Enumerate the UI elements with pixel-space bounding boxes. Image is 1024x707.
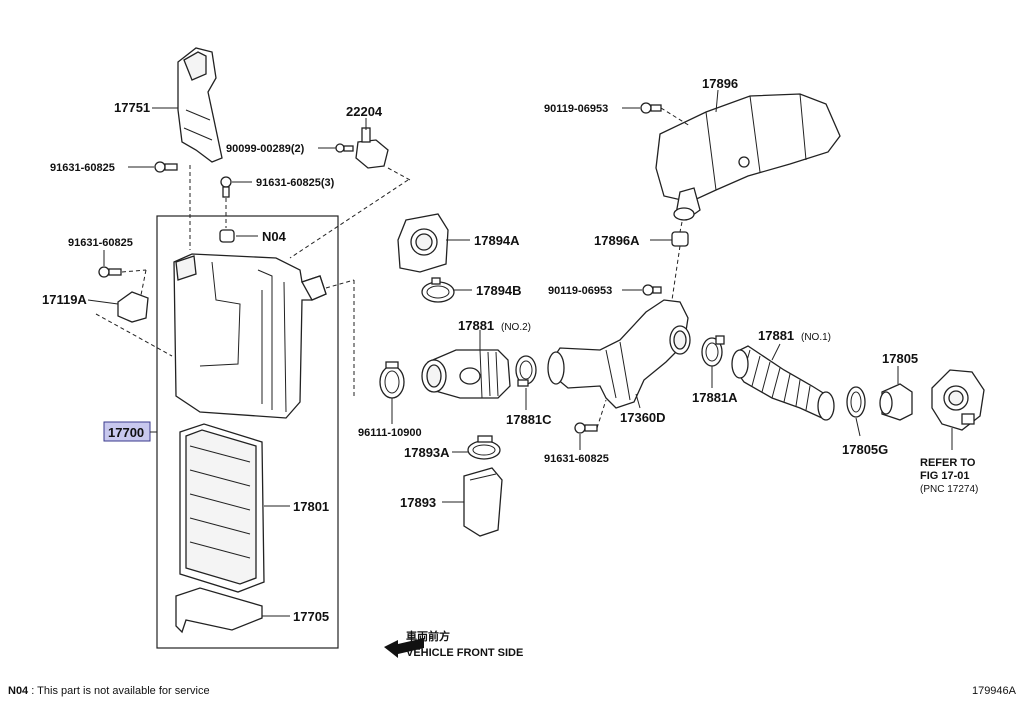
label-refer-2: FIG 17-01 (920, 470, 970, 482)
bolt-91631-b[interactable] (98, 266, 122, 278)
label-17881-no2-sub: (NO.2) (501, 322, 531, 333)
dash-17896A-down (671, 245, 681, 301)
label-90119-a: 90119-06953 (544, 103, 608, 115)
label-91631-3: 91631-60825(3) (256, 177, 335, 189)
dash-case-outlet (325, 279, 355, 289)
label-refer-3: (PNC 17274) (920, 484, 978, 495)
part-air-cleaner-case[interactable] (173, 253, 327, 419)
label-17805: 17805 (882, 351, 918, 366)
label-17801: 17801 (293, 499, 329, 514)
part-17894B-clamp[interactable] (421, 277, 455, 303)
part-17119A-bracket[interactable] (117, 291, 149, 323)
part-17881C-clamp[interactable] (515, 355, 537, 387)
leader-17119A (87, 299, 119, 305)
label-22204: 22204 (346, 104, 383, 119)
part-17894A[interactable] (397, 213, 449, 273)
bolt-91631-3[interactable] (220, 176, 232, 198)
part-17893-hose[interactable] (463, 467, 503, 537)
direction-label-en: VEHICLE FRONT SIDE (406, 647, 523, 659)
label-17896: 17896 (702, 76, 738, 91)
label-90119-b: 90119-06953 (548, 285, 612, 297)
label-17805G: 17805G (842, 442, 888, 457)
label-17119A: 17119A (42, 292, 87, 307)
label-17700[interactable]: 17700 (108, 425, 144, 440)
bolt-90119-a[interactable] (640, 102, 662, 114)
label-17896A: 17896A (594, 233, 640, 248)
label-17894B: 17894B (476, 283, 522, 298)
leader-17896 (715, 89, 719, 113)
dash-22204-b (387, 167, 411, 181)
part-17801-filter[interactable] (179, 423, 265, 593)
label-17881-no2: 17881 (458, 318, 494, 333)
label-17894A: 17894A (474, 233, 520, 248)
bolt-90119-b[interactable] (642, 284, 662, 296)
part-17896-resonator[interactable] (655, 93, 841, 221)
dash-22204 (289, 179, 409, 259)
grommet-n04[interactable] (219, 229, 235, 243)
label-17705: 17705 (293, 609, 329, 624)
footer-note: N04 : This part is not available for ser… (8, 685, 210, 697)
label-17751: 17751 (114, 100, 150, 115)
label-17360D: 17360D (620, 410, 666, 425)
label-17881-no1-sub: (NO.1) (801, 332, 831, 343)
part-96111-clamp[interactable] (379, 361, 405, 399)
label-91631-b: 91631-60825 (68, 237, 133, 249)
label-17893: 17893 (400, 495, 436, 510)
label-17893A: 17893A (404, 445, 450, 460)
part-throttle-body[interactable] (931, 369, 985, 431)
figure-id: 179946A (971, 685, 1016, 697)
part-17751-duct[interactable] (177, 47, 223, 163)
label-96111: 96111-10900 (358, 427, 422, 439)
footer-note-code: N04 (8, 685, 29, 697)
dash-91631-c (596, 399, 607, 429)
dash-90119-a (660, 107, 691, 127)
vehicle-front-arrow-icon (384, 638, 424, 658)
part-17893A-clamp[interactable] (467, 435, 501, 460)
dash-17896A-up (679, 221, 683, 233)
dash-17119A (95, 313, 173, 357)
label-17881-no1: 17881 (758, 328, 794, 343)
label-91631-c: 91631-60825 (544, 453, 609, 465)
leader-17881-no1 (771, 343, 781, 361)
part-17805-adapter[interactable] (879, 383, 913, 421)
screw-90099[interactable] (335, 143, 354, 153)
dash-91631-b2 (139, 269, 147, 301)
label-17881C: 17881C (506, 412, 552, 427)
part-17881-no2-hose[interactable] (421, 349, 511, 399)
label-n04: N04 (262, 229, 287, 244)
label-91631-a: 91631-60825 (50, 162, 115, 174)
leader-17805G (855, 417, 861, 437)
dash-91631-b (121, 269, 147, 273)
leader-17360D (635, 393, 641, 409)
part-17896A-clamp[interactable] (671, 231, 689, 247)
label-17881A: 17881A (692, 390, 738, 405)
footer-note-text: : This part is not available for service (28, 685, 210, 697)
part-17705-bracket[interactable] (175, 587, 263, 634)
label-refer-1: REFER TO (920, 457, 976, 469)
bolt-91631-c[interactable] (574, 422, 598, 434)
bolt-91631-a[interactable] (154, 161, 178, 173)
part-17360D-pipe[interactable] (547, 299, 691, 409)
part-17881A-clamp[interactable] (701, 335, 725, 367)
label-90099: 90099-00289(2) (226, 143, 305, 155)
part-17881-no1-hose[interactable] (731, 345, 835, 421)
part-22204-sensor[interactable] (355, 127, 389, 169)
direction-label-jp: 車両前方 (406, 629, 450, 643)
part-17805G-gasket[interactable] (846, 386, 866, 418)
